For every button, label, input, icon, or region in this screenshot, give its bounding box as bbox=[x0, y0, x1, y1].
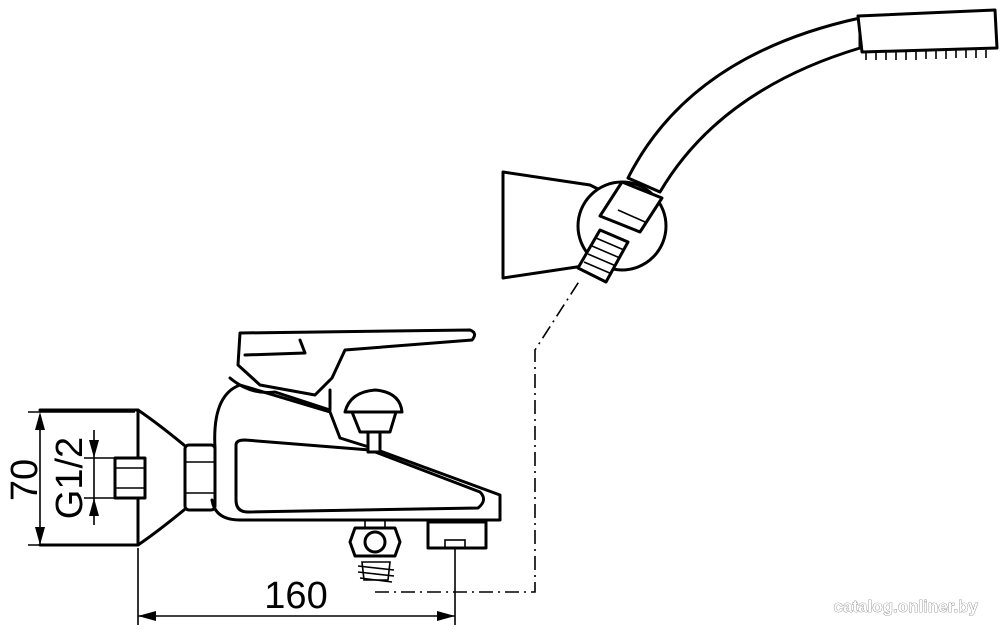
thread-dimension-label: G1/2 bbox=[49, 437, 91, 519]
watermark-text: catalog.onliner.by bbox=[833, 597, 978, 616]
spout-outlet bbox=[426, 520, 488, 550]
dimension-thread bbox=[84, 430, 118, 525]
height-dimension-label: 70 bbox=[4, 459, 46, 501]
dimension-width bbox=[137, 548, 456, 625]
inlet-connector bbox=[113, 443, 217, 512]
hand-shower bbox=[576, 8, 999, 284]
diverter-knob bbox=[343, 388, 404, 454]
lever-handle bbox=[228, 328, 477, 412]
dimension-height bbox=[28, 411, 135, 546]
mixer-body bbox=[210, 383, 502, 522]
hose-outlet-nut bbox=[348, 520, 402, 583]
width-dimension-label: 160 bbox=[264, 575, 327, 617]
